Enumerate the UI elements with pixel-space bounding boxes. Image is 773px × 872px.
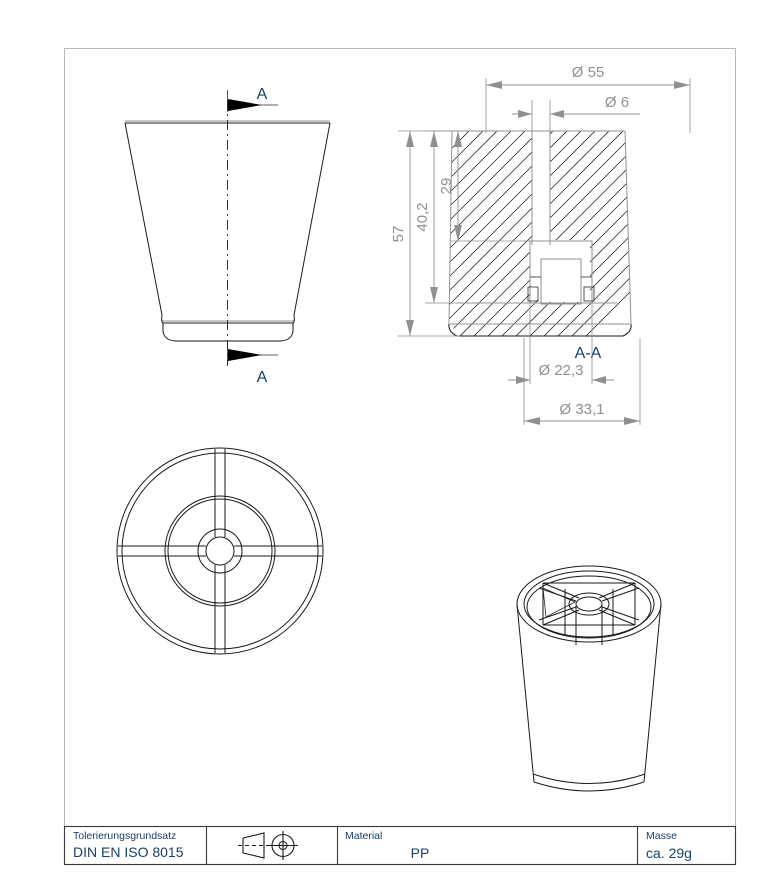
section-view-label: A-A: [575, 345, 602, 362]
dimension-len-40-2: 40,2: [414, 130, 460, 304]
dimension-label-len-29: 29: [438, 178, 455, 195]
title-block-cell-mass: Masse ca. 29g: [646, 830, 692, 861]
tolerance-header: Tolerierungsgrundsatz: [73, 830, 176, 842]
dimension-len-57: 57: [390, 130, 460, 337]
tolerance-value: DIN EN ISO 8015: [73, 844, 184, 860]
dimension-label-len-40-2: 40,2: [414, 202, 431, 231]
section-marker-bottom: A: [227, 344, 278, 386]
mass-header: Masse: [646, 830, 677, 842]
dimension-label-len-57: 57: [390, 226, 407, 243]
title-block-cell-tolerance: Tolerierungsgrundsatz DIN EN ISO 8015: [73, 830, 184, 860]
mass-value: ca. 29g: [646, 845, 692, 861]
dimension-dia-22-3: Ø 22,3: [508, 303, 614, 384]
first-angle-projection-icon: [238, 831, 298, 860]
dimension-label-dia-22-3: Ø 22,3: [538, 362, 583, 379]
bottom-plan-view: [116, 447, 324, 655]
title-block: Tolerierungsgrundsatz DIN EN ISO 8015 Ma…: [63, 825, 737, 866]
section-view: Ø 55 Ø 6 57 40,2: [390, 64, 691, 425]
material-header: Material: [345, 830, 382, 842]
isometric-view: [516, 565, 662, 792]
dimension-label-dia-55: Ø 55: [572, 64, 605, 81]
dimension-label-dia-6: Ø 6: [605, 94, 629, 111]
dimension-len-29: 29: [438, 130, 532, 242]
section-arrow-label-bottom: A: [257, 369, 268, 386]
material-value: PP: [411, 845, 430, 861]
dimension-dia-55: Ø 55: [485, 64, 691, 133]
section-marker-top: A: [227, 86, 278, 112]
isometric-ribs: [538, 582, 640, 635]
dimension-dia-6: Ø 6: [512, 94, 640, 133]
front-elevation-view: A A: [124, 86, 331, 386]
dimension-label-dia-33-1: Ø 33,1: [559, 401, 604, 418]
sheet-frame: [63, 47, 737, 866]
section-arrow-label-top: A: [257, 86, 268, 103]
title-block-cell-material: Material PP: [345, 830, 429, 861]
dimension-dia-33-1: Ø 33,1: [523, 338, 641, 425]
